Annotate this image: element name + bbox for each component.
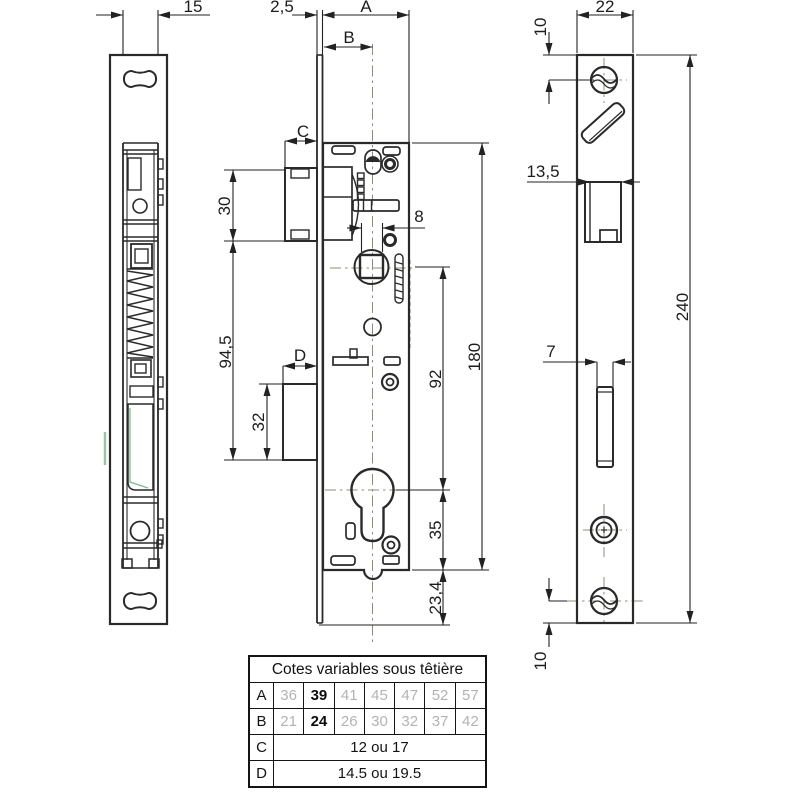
dim-side-width-label: 15 [184, 0, 203, 16]
dim-a-label: A [360, 0, 372, 16]
latch-bolt-front [364, 149, 382, 175]
dim-180-label: 180 [465, 343, 484, 371]
dim-10-top-label: 10 [531, 18, 550, 37]
row-label: D [250, 761, 274, 786]
dim-23-4-label: 23,4 [426, 581, 445, 614]
dim-8-label: 8 [414, 207, 423, 226]
table-cell: 32 [395, 709, 426, 734]
dim-13-5-label: 13,5 [526, 162, 559, 181]
bolt-cutout [596, 386, 614, 468]
dim-92-label: 92 [426, 370, 445, 389]
row-label: B [250, 709, 274, 734]
table-merged-value: 14.5 ou 19.5 [337, 765, 422, 782]
screw-icon [381, 535, 401, 565]
table-cell-selected: 39 [304, 683, 335, 708]
spring-icon [126, 270, 154, 358]
front-view [282, 54, 411, 624]
dim-22-label: 22 [596, 0, 615, 16]
table-cell: 37 [425, 709, 456, 734]
row-label: A [250, 683, 274, 708]
table-row-c: C 12 ou 17 [250, 735, 485, 761]
table-row-a: A 36 39 41 45 47 52 57 [250, 683, 485, 709]
screw-hole-icon [123, 69, 157, 611]
table-cell: 21 [274, 709, 305, 734]
dimension-lines [96, 10, 697, 647]
dim-30-label: 30 [215, 197, 234, 216]
latch-cutout [584, 181, 622, 243]
screw-icon [381, 155, 399, 173]
dim-10-bottom-label: 10 [531, 652, 550, 671]
dim-240-label: 240 [673, 293, 692, 321]
rack-strip [394, 253, 404, 304]
green-artifact [103, 408, 149, 489]
table-cell: 36 [274, 683, 305, 708]
dim-94-5-label: 94,5 [216, 335, 235, 368]
lock-case [321, 141, 411, 581]
table-cell: 52 [425, 683, 456, 708]
table-cell: 26 [335, 709, 365, 734]
latch-bolt-icon [580, 102, 626, 144]
row-label: C [250, 735, 274, 760]
table-cell: 41 [335, 683, 365, 708]
dim-b-label: B [343, 28, 354, 47]
dim-c-label: C [297, 122, 309, 141]
table-cell: 47 [395, 683, 426, 708]
deadbolt-housing [282, 383, 318, 461]
dim-faceplate-thickness-label: 2,5 [270, 0, 294, 16]
dim-32-label: 32 [249, 413, 268, 432]
dim-7-label: 7 [546, 342, 555, 361]
latch-housing [284, 167, 318, 242]
table-merged-value: 12 ou 17 [350, 739, 409, 756]
euro-cylinder-hole [350, 467, 395, 543]
table-cell: 45 [365, 683, 396, 708]
spindle-follower [353, 249, 390, 285]
screw-icon [589, 515, 619, 545]
screw-icon [380, 372, 400, 392]
table-cell: 42 [461, 713, 479, 730]
table-cell: 57 [461, 687, 479, 704]
mechanism-side [121, 149, 164, 569]
table-cell-selected: 24 [304, 709, 335, 734]
table-title: Cotes variables sous têtière [250, 657, 485, 683]
dimension-labels: 15 2,5 A B C 30 94,5 D 32 8 92 180 35 23… [184, 0, 692, 670]
side-view [103, 53, 169, 626]
variants-table: Cotes variables sous têtière A 36 39 41 … [248, 655, 487, 788]
screw-icon [589, 586, 619, 616]
dim-35-label: 35 [426, 521, 445, 540]
table-cell: 30 [365, 709, 396, 734]
table-row-d: D 14.5 ou 19.5 [250, 761, 485, 786]
dim-d-label: D [294, 346, 306, 365]
table-row-b: B 21 24 26 30 32 37 42 [250, 709, 485, 735]
